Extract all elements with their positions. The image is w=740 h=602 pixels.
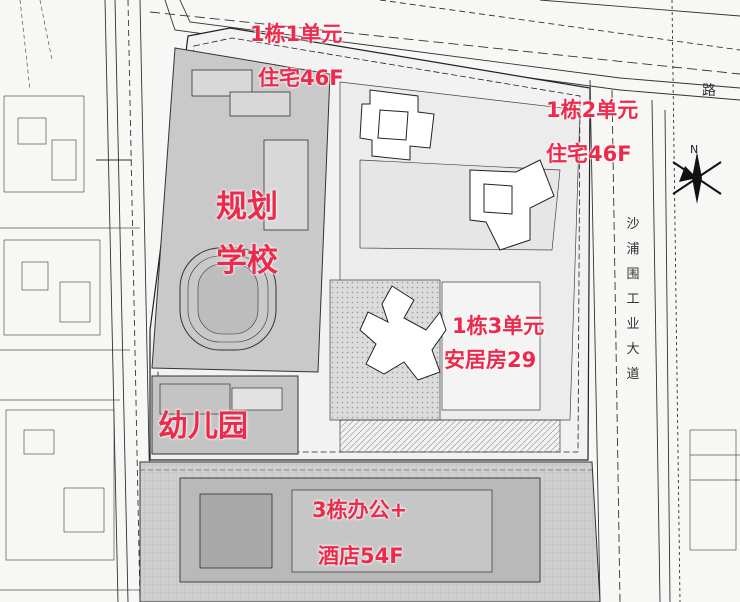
east-road-char: 工 <box>626 292 640 307</box>
tower1-unit2-label-line2: 住宅46F <box>546 142 632 166</box>
school-label-line1: 规划 <box>216 189 278 225</box>
tower1-unit2-footprint <box>469 159 555 251</box>
tower3-label-line2: 酒店54F <box>318 544 404 568</box>
tower1-unit3-footprint <box>359 285 447 381</box>
north-arrow-icon <box>672 152 722 204</box>
tower3-label-line1: 3栋办公+ <box>312 498 408 522</box>
east-road-char: 浦 <box>626 242 640 257</box>
north-road-name: 路 <box>702 83 716 99</box>
surrounding-parcels <box>0 0 140 591</box>
tower1-unit1-footprint <box>359 89 435 161</box>
southeast-parcel <box>689 429 740 551</box>
school-block <box>151 47 331 373</box>
tower3-podium <box>139 461 601 602</box>
east-road-char: 道 <box>626 367 640 382</box>
tower1-unit3-label-line2: 安居房29 <box>444 348 537 372</box>
tower1-unit1-label-line2: 住宅46F <box>258 66 344 90</box>
school-label-line2: 学校 <box>216 243 278 279</box>
north-letter: N <box>690 143 699 156</box>
east-road <box>589 0 681 602</box>
east-road-char: 业 <box>626 317 640 332</box>
tower1-unit3-label-line1: 1栋3单元 <box>452 314 545 338</box>
east-road-char: 围 <box>626 267 640 282</box>
tower1-unit2-label-line1: 1栋2单元 <box>546 98 639 122</box>
kindergarten-block <box>151 375 299 455</box>
east-road-name: 沙 浦 围 工 业 大 道 <box>622 212 644 387</box>
kindergarten-label: 幼儿园 <box>158 409 248 444</box>
tower1-unit1-label-line1: 1栋1单元 <box>250 22 343 46</box>
east-road-char: 沙 <box>626 217 640 232</box>
east-road-char: 大 <box>626 342 640 357</box>
